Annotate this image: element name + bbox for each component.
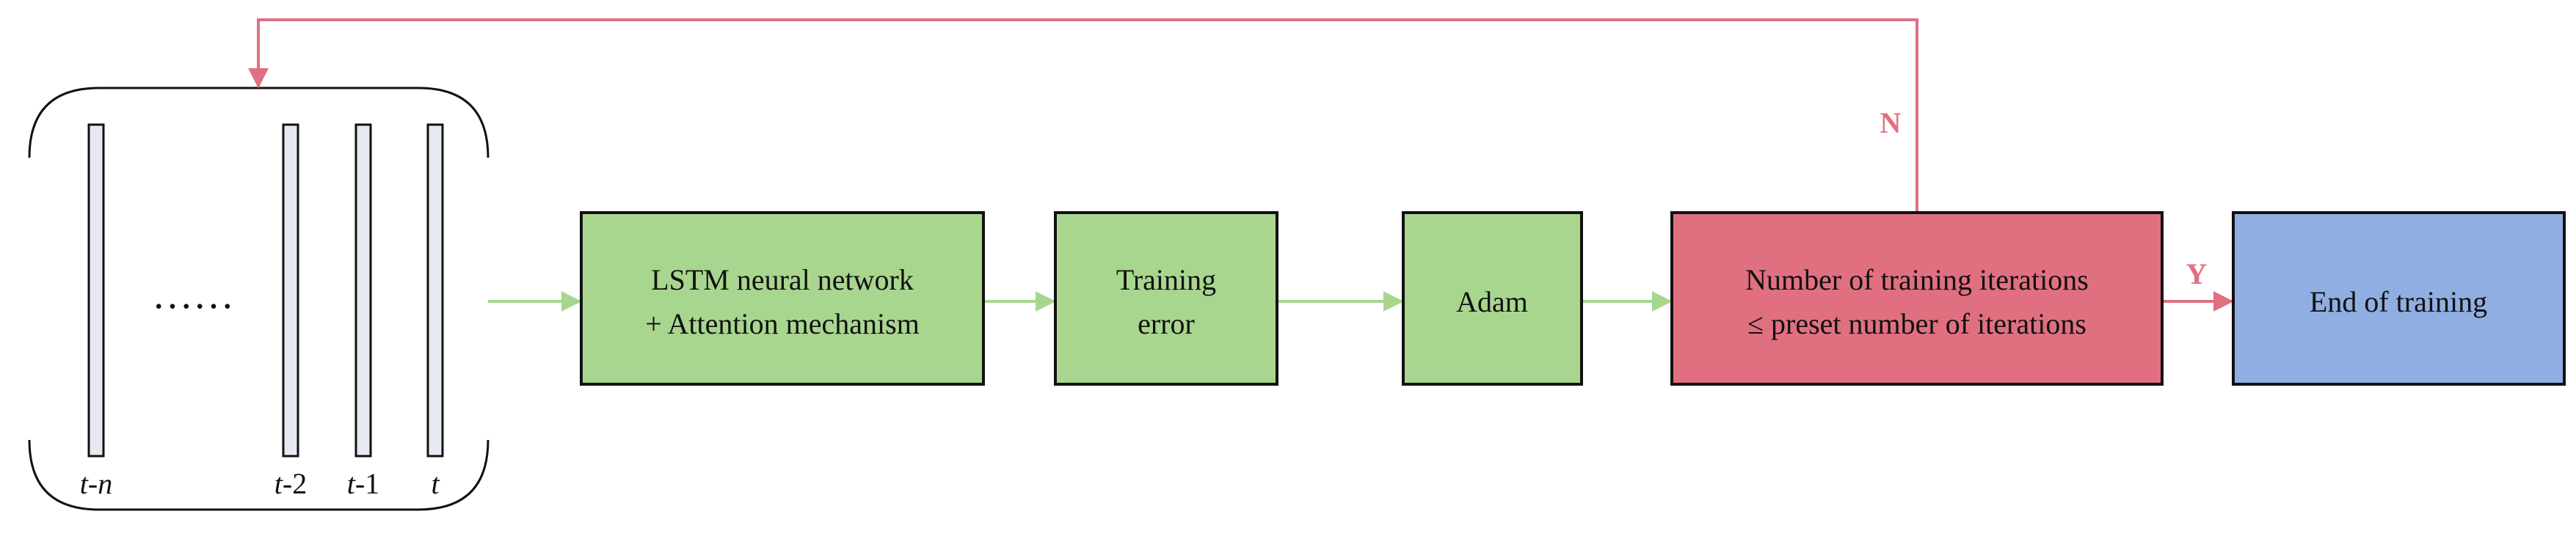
lstm-box-shape bbox=[580, 211, 985, 386]
error-box-line1: Training bbox=[1116, 263, 1216, 296]
check-box-line1: Number of training iterations bbox=[1745, 263, 2089, 296]
error-box-shape bbox=[1054, 211, 1278, 386]
training-error-box: Training error bbox=[1054, 211, 1278, 386]
adam-box-shape bbox=[1402, 211, 1583, 386]
timestep-bar-t bbox=[426, 123, 444, 458]
end-box-shape bbox=[2232, 211, 2566, 386]
end-box-label: End of training bbox=[2310, 285, 2487, 318]
loop-back-arrow bbox=[248, 18, 1918, 213]
timestep-bar-t-n bbox=[87, 123, 105, 458]
adam-box: Adam bbox=[1402, 211, 1583, 386]
timestep-label-t-1: t-1 bbox=[347, 467, 379, 500]
yes-flag-label: Y bbox=[2186, 257, 2208, 290]
timestep-label-t: t bbox=[431, 467, 440, 500]
no-flag-label: N bbox=[1880, 106, 1902, 139]
timestep-bar-t-1 bbox=[354, 123, 372, 458]
timestep-label-t-n: t-n bbox=[80, 467, 112, 500]
error-box-line2: error bbox=[1138, 307, 1195, 340]
adam-box-label: Adam bbox=[1456, 285, 1528, 318]
timestep-bar-t-2 bbox=[282, 123, 299, 458]
check-box-shape bbox=[1670, 211, 2164, 386]
check-box-line2: ≤ preset number of iterations bbox=[1747, 307, 2086, 340]
timestep-label-t-2: t-2 bbox=[274, 467, 307, 500]
ellipsis-label: …… bbox=[152, 272, 234, 317]
input-sequence-block: …… t-n t-2 t-1 t bbox=[28, 87, 490, 511]
iteration-check-box: Number of training iterations ≤ preset n… bbox=[1670, 211, 2164, 386]
end-of-training-box: End of training bbox=[2232, 211, 2566, 386]
lstm-box-line2: + Attention mechanism bbox=[645, 307, 920, 340]
lstm-attention-box: LSTM neural network + Attention mechanis… bbox=[580, 211, 985, 386]
lstm-box-line1: LSTM neural network bbox=[651, 263, 914, 296]
input-bracket-bottom bbox=[28, 439, 490, 511]
